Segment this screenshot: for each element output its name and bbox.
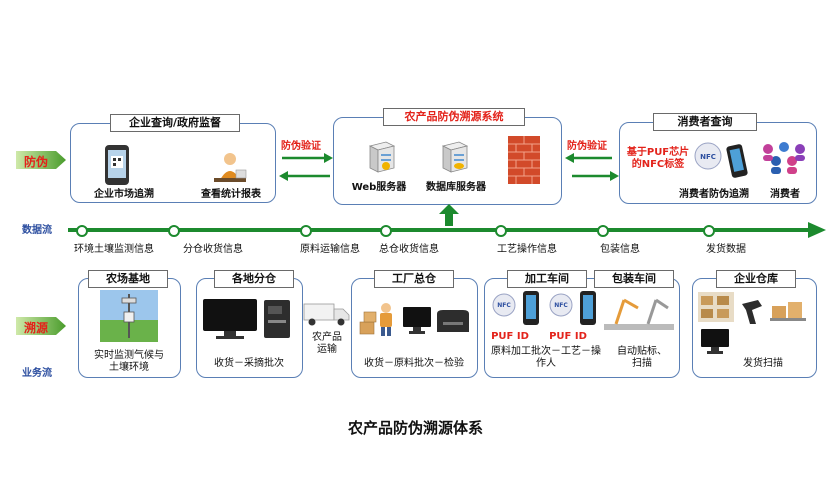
- firewall-icon: [508, 136, 540, 184]
- anti-fake-label: 防伪: [24, 155, 49, 169]
- enterprise-query-title: 企业查询/政府监督: [110, 114, 240, 132]
- nfc-tag-text: NFC: [700, 153, 716, 161]
- factory-desc: 收货－原料批次－检验: [364, 358, 464, 369]
- timeline-dot-5: [495, 225, 507, 237]
- phone-icon: [105, 145, 129, 185]
- farm-title: 农场基地: [88, 270, 168, 288]
- puf-tag-line2: 的NFC标签: [631, 159, 685, 170]
- upload-arrow: [439, 204, 459, 226]
- nfc-tag-icon-2: [549, 293, 573, 317]
- database-server-icon: [441, 141, 469, 173]
- timeline-dot-3: [300, 225, 312, 237]
- puf-id-label-1: PUF ID: [491, 331, 529, 342]
- nfc-tag-text-2: NFC: [554, 302, 568, 309]
- farm-desc-line2: 土壤环境: [109, 362, 149, 373]
- monitor-icon: [203, 299, 257, 339]
- nfc-tag-icon: [694, 142, 722, 170]
- verify-label-left: 防伪验证: [281, 141, 321, 152]
- branch-title: 各地分仓: [214, 270, 294, 288]
- factory-title: 工厂总仓: [374, 270, 454, 288]
- branch-desc: 收货－采摘批次: [214, 358, 284, 369]
- phone-icon-2: [580, 291, 596, 325]
- data-flow-line: [68, 222, 826, 238]
- labeling-robot-icon: [604, 298, 674, 330]
- timeline-label-1: 环境土壤监测信息: [74, 244, 154, 255]
- puf-id-label-2: PUF ID: [549, 331, 587, 342]
- consumer-title: 消费者查询: [653, 113, 757, 131]
- business-flow-label: 业务流: [22, 368, 52, 379]
- verify-arrows-right: [565, 153, 619, 181]
- warehouse-desc: 发货扫描: [743, 358, 783, 369]
- nfc-tag-text-1: NFC: [497, 302, 511, 309]
- timeline-label-4: 总仓收货信息: [379, 244, 439, 255]
- timeline-dot-4: [380, 225, 392, 237]
- smartphone-icon: [726, 144, 748, 178]
- processing-desc-line1: 原料加工批次－工艺－操: [491, 346, 601, 357]
- processing-desc-line2: 作人: [536, 358, 556, 369]
- boxes-on-cart-icon: [770, 302, 806, 321]
- timeline-dot-6: [597, 225, 609, 237]
- timeline-label-7: 发货数据: [706, 244, 746, 255]
- consumer-label: 消费者: [770, 189, 800, 200]
- weather-station-icon: [100, 290, 158, 342]
- report-person-icon: [214, 153, 247, 182]
- farm-desc-line1: 实时监测气候与: [94, 350, 164, 361]
- consumers-icon: [763, 142, 805, 174]
- timeline-label-3: 原料运输信息: [300, 244, 360, 255]
- nfc-tag-icon-1: [492, 293, 516, 317]
- phone-icon-1: [523, 291, 539, 325]
- verify-label-right: 防伪验证: [567, 141, 607, 152]
- worker-with-boxes-icon: [359, 303, 392, 336]
- web-server-label: Web服务器: [351, 182, 407, 193]
- anti-fake-chevron: [16, 151, 66, 169]
- transport-line1: 农产品: [312, 332, 342, 343]
- statistics-report-label: 查看统计报表: [201, 189, 261, 200]
- enterprise-query-panel: [70, 123, 276, 203]
- timeline-label-5: 工艺操作信息: [497, 244, 557, 255]
- data-flow-label: 数据流: [22, 225, 52, 236]
- monitor-small-icon: [403, 307, 431, 334]
- timeline-dot-7: [703, 225, 715, 237]
- enterprise-trace-label: 企业市场追溯: [94, 189, 154, 200]
- trace-chevron: [16, 317, 66, 335]
- barcode-printer-icon: [437, 310, 469, 332]
- timeline-dot-1: [76, 225, 88, 237]
- packing-desc-line2: 扫描: [632, 358, 652, 369]
- monitor-small-icon-2: [701, 329, 729, 354]
- diagram-title: 农产品防伪溯源体系: [347, 419, 483, 437]
- puf-tag-line1: 基于PUF芯片: [626, 147, 690, 158]
- label-printer-icon: [264, 300, 290, 338]
- barcode-scanner-icon: [742, 300, 762, 324]
- verify-arrows-left: [279, 153, 333, 181]
- packing-title: 包装车间: [594, 270, 674, 288]
- processing-title: 加工车间: [507, 270, 587, 288]
- system-title: 农产品防伪溯源系统: [383, 108, 525, 126]
- shelves-icon: [698, 292, 734, 322]
- web-server-icon: [368, 141, 396, 173]
- warehouse-title: 企业仓库: [716, 270, 796, 288]
- timeline-label-2: 分仓收货信息: [183, 244, 243, 255]
- truck-icon: [303, 303, 350, 326]
- timeline-label-6: 包装信息: [600, 244, 640, 255]
- timeline-dot-2: [168, 225, 180, 237]
- consumer-trace-label: 消费者防伪追溯: [679, 189, 749, 200]
- trace-label: 溯源: [24, 321, 49, 335]
- packing-desc-line1: 自动贴标、: [617, 346, 667, 357]
- transport-line2: 运输: [317, 344, 337, 355]
- database-server-label: 数据库服务器: [426, 182, 486, 193]
